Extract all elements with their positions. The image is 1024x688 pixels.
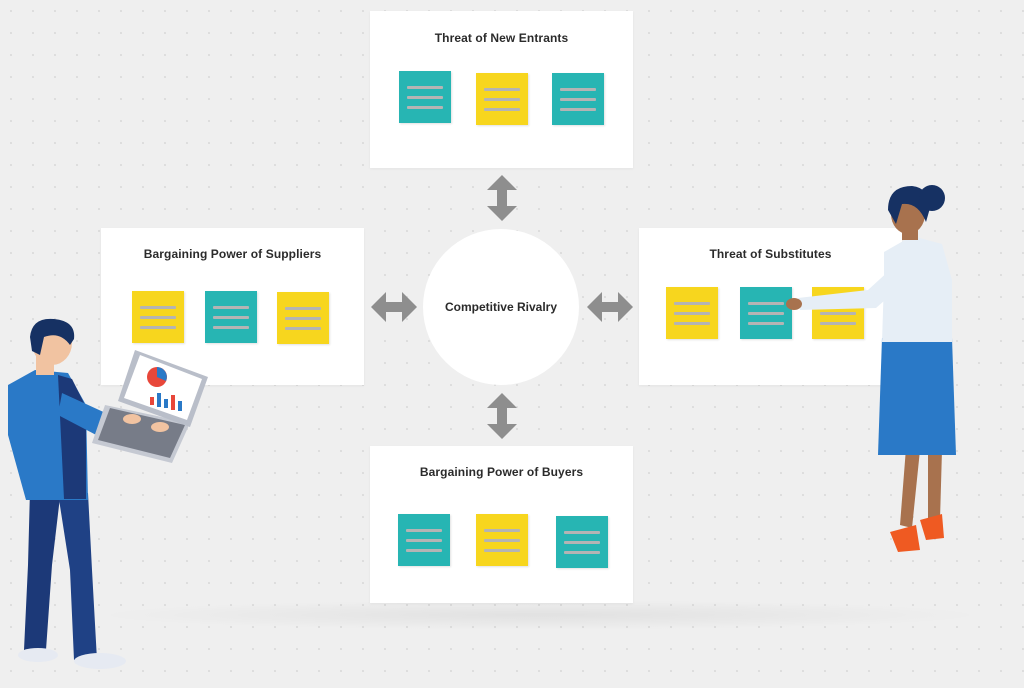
- sticky-note: [132, 291, 184, 343]
- sticky-note: [277, 292, 329, 344]
- competitive-rivalry-circle: Competitive Rivalry: [423, 229, 579, 385]
- sticky-note: [205, 291, 257, 343]
- sticky-note: [556, 516, 608, 568]
- sticky-note: [399, 71, 451, 123]
- double-arrow-icon: [487, 393, 517, 439]
- panel-threat-of-new-entrants: Threat of New Entrants: [370, 11, 633, 168]
- sticky-note: [740, 287, 792, 339]
- man-with-laptop-illustration: [8, 318, 208, 669]
- panel-title: Threat of Substitutes: [709, 247, 832, 261]
- center-label: Competitive Rivalry: [444, 300, 558, 314]
- sticky-note: [476, 73, 528, 125]
- panel-bargaining-power-of-buyers: Bargaining Power of Buyers: [370, 446, 633, 603]
- panel-title: Bargaining Power of Buyers: [419, 465, 584, 479]
- sticky-note: [398, 514, 450, 566]
- sticky-note: [552, 73, 604, 125]
- panel-title: Bargaining Power of Suppliers: [143, 247, 322, 261]
- panel-title: Threat of New Entrants: [434, 31, 569, 45]
- double-arrow-icon: [371, 292, 417, 322]
- sticky-note: [666, 287, 718, 339]
- double-arrow-icon: [487, 175, 517, 221]
- floor-shadow: [90, 600, 990, 630]
- double-arrow-icon: [587, 292, 633, 322]
- sticky-note: [476, 514, 528, 566]
- woman-pointing-illustration: [786, 185, 956, 552]
